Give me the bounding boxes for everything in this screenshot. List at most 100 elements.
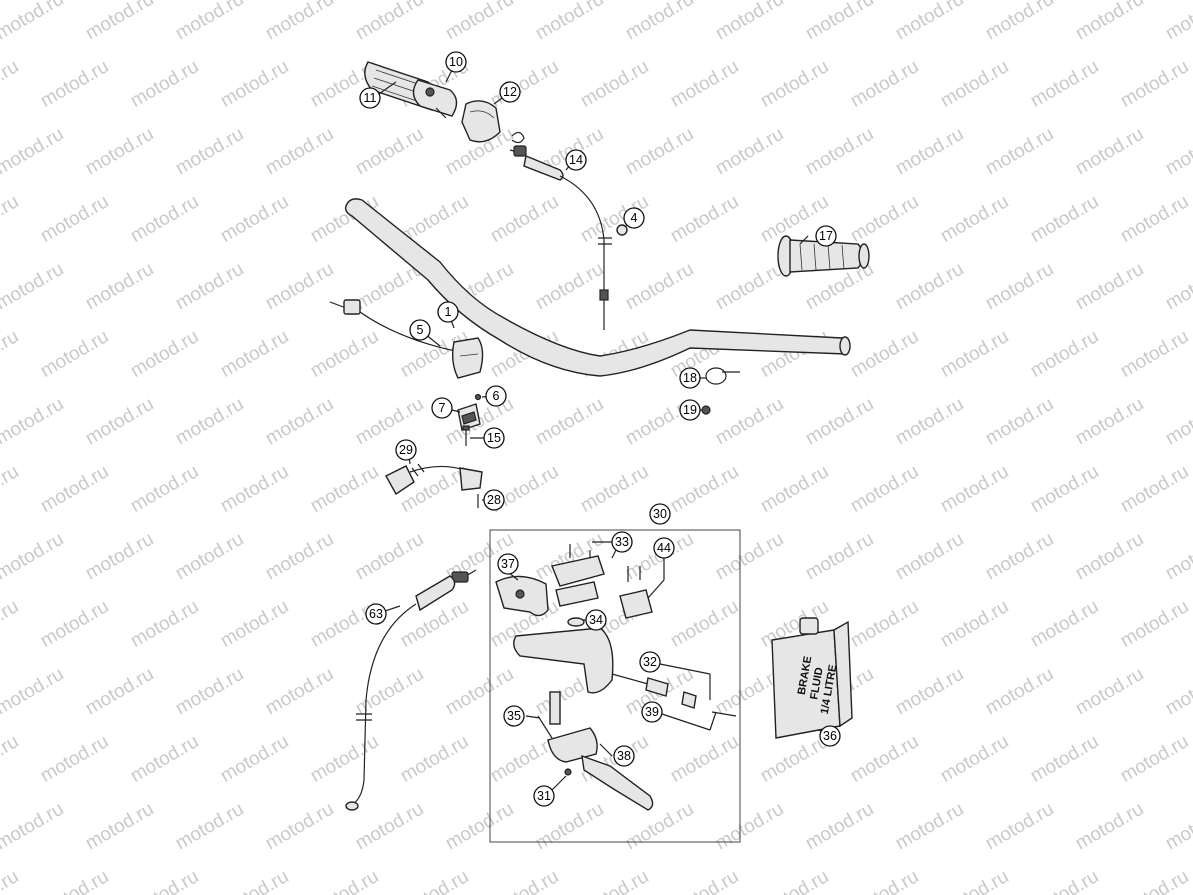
watermark-text: motod.ru bbox=[982, 799, 1057, 855]
watermark-text: motod.ru bbox=[847, 461, 922, 517]
watermark-text: motod.ru bbox=[82, 0, 157, 44]
svg-text:38: 38 bbox=[617, 749, 631, 763]
svg-text:7: 7 bbox=[439, 401, 446, 415]
watermark-text: motod.ru bbox=[0, 0, 67, 44]
watermark-text: motod.ru bbox=[1117, 866, 1192, 895]
watermark-text: motod.ru bbox=[127, 191, 202, 247]
watermark-text: motod.ru bbox=[757, 461, 832, 517]
svg-text:4: 4 bbox=[631, 211, 638, 225]
svg-text:12: 12 bbox=[503, 85, 517, 99]
watermark-text: motod.ru bbox=[1027, 56, 1102, 112]
svg-text:10: 10 bbox=[449, 55, 463, 69]
watermark-text: motod.ru bbox=[1027, 866, 1102, 895]
watermark-text: motod.ru bbox=[37, 731, 112, 787]
watermark-text: motod.ru bbox=[37, 866, 112, 895]
callout-7: 7 bbox=[431, 397, 453, 419]
callout-5: 5 bbox=[409, 319, 431, 341]
watermark-text: motod.ru bbox=[892, 529, 967, 585]
watermark-text: motod.ru bbox=[622, 799, 697, 855]
watermark-text: motod.ru bbox=[307, 326, 382, 382]
svg-text:11: 11 bbox=[364, 91, 377, 105]
svg-text:31: 31 bbox=[537, 789, 551, 803]
watermark-text: motod.ru bbox=[487, 191, 562, 247]
watermark-text: motod.ru bbox=[442, 0, 517, 44]
watermark-text: motod.ru bbox=[352, 0, 427, 44]
watermark-text: motod.ru bbox=[667, 191, 742, 247]
watermark-text: motod.ru bbox=[892, 0, 967, 44]
watermark-text: motod.ru bbox=[172, 124, 247, 180]
svg-text:35: 35 bbox=[507, 709, 521, 723]
watermark-text: motod.ru bbox=[892, 394, 967, 450]
watermark-text: motod.ru bbox=[262, 664, 337, 720]
watermark-text: motod.ru bbox=[217, 56, 292, 112]
callout-28: 28 bbox=[483, 489, 505, 511]
watermark-text: motod.ru bbox=[667, 731, 742, 787]
callout-63: 63 bbox=[365, 603, 387, 625]
watermark-text: motod.ru bbox=[37, 191, 112, 247]
watermark-text: motod.ru bbox=[802, 529, 877, 585]
watermark-text: motod.ru bbox=[217, 461, 292, 517]
watermark-text: motod.ru bbox=[172, 529, 247, 585]
watermark-text: motod.ru bbox=[0, 731, 22, 787]
watermark-text: motod.ru bbox=[847, 731, 922, 787]
svg-text:15: 15 bbox=[487, 431, 501, 445]
watermark-text: motod.ru bbox=[1117, 56, 1192, 112]
watermark-text: motod.ru bbox=[127, 56, 202, 112]
callout-17: 17 bbox=[815, 225, 837, 247]
svg-text:19: 19 bbox=[683, 403, 697, 417]
watermark-text: motod.ru bbox=[487, 56, 562, 112]
watermark-text: motod.ru bbox=[757, 56, 832, 112]
watermark-text: motod.ru bbox=[937, 866, 1012, 895]
watermark-text: motod.ru bbox=[37, 461, 112, 517]
callout-19: 19 bbox=[679, 399, 701, 421]
callout-30: 30 bbox=[649, 503, 671, 525]
svg-text:1: 1 bbox=[445, 305, 452, 319]
watermark-text: motod.ru bbox=[1117, 326, 1192, 382]
watermark-text: motod.ru bbox=[352, 799, 427, 855]
watermark-text: motod.ru bbox=[982, 394, 1057, 450]
watermark-text: motod.ru bbox=[0, 394, 67, 450]
watermark-text: motod.ru bbox=[1162, 799, 1193, 855]
watermark-text: motod.ru bbox=[172, 394, 247, 450]
watermark-text: motod.ru bbox=[1027, 731, 1102, 787]
watermark-text: motod.ru bbox=[217, 326, 292, 382]
watermark-text: motod.ru bbox=[0, 799, 67, 855]
watermark-text: motod.ru bbox=[1162, 394, 1193, 450]
watermark-text: motod.ru bbox=[127, 866, 202, 895]
svg-text:17: 17 bbox=[819, 229, 833, 243]
watermark-text: motod.ru bbox=[82, 394, 157, 450]
watermark-text: motod.ru bbox=[127, 461, 202, 517]
watermark-text: motod.ru bbox=[802, 0, 877, 44]
watermark-text: motod.ru bbox=[982, 0, 1057, 44]
watermark-text: motod.ru bbox=[262, 124, 337, 180]
kill-switch bbox=[385, 463, 483, 508]
callout-6: 6 bbox=[485, 385, 507, 407]
watermark-text: motod.ru bbox=[937, 731, 1012, 787]
watermark-text: motod.ru bbox=[982, 664, 1057, 720]
svg-text:6: 6 bbox=[493, 389, 500, 403]
watermark-text: motod.ru bbox=[622, 259, 697, 315]
watermark-text: motod.ru bbox=[1072, 394, 1147, 450]
watermark-text: motod.ru bbox=[937, 596, 1012, 652]
watermark-text: motod.ru bbox=[82, 124, 157, 180]
watermark-text: motod.ru bbox=[127, 326, 202, 382]
watermark-text: motod.ru bbox=[82, 259, 157, 315]
callout-14: 14 bbox=[565, 149, 587, 171]
clutch-cable bbox=[345, 569, 477, 811]
svg-text:33: 33 bbox=[615, 535, 629, 549]
svg-text:36: 36 bbox=[823, 729, 837, 743]
watermark-text: motod.ru bbox=[307, 731, 382, 787]
svg-text:63: 63 bbox=[369, 607, 383, 621]
watermark-text: motod.ru bbox=[802, 394, 877, 450]
watermark-text: motod.ru bbox=[262, 259, 337, 315]
watermark-text: motod.ru bbox=[1162, 259, 1193, 315]
callout-37: 37 bbox=[497, 553, 519, 575]
watermark-text: motod.ru bbox=[262, 394, 337, 450]
watermark-text: motod.ru bbox=[352, 394, 427, 450]
watermark-text: motod.ru bbox=[532, 259, 607, 315]
callout-38: 38 bbox=[613, 745, 635, 767]
watermark-text: motod.ru bbox=[982, 529, 1057, 585]
watermark-text: motod.ru bbox=[307, 866, 382, 895]
watermark-text: motod.ru bbox=[667, 56, 742, 112]
